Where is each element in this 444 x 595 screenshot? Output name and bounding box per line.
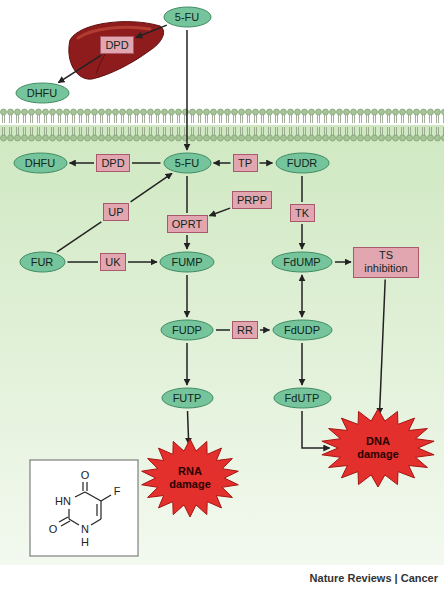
enzyme-box: PRPP — [232, 191, 272, 209]
metabolite-ellipse: FUMP — [159, 251, 215, 273]
pathway-arrow — [335, 261, 351, 263]
pathway-arrow — [186, 275, 188, 317]
pathway-arrow — [131, 173, 172, 202]
enzyme-box: OPRT — [167, 215, 208, 233]
enzyme-box: DPD — [100, 36, 134, 54]
node-label: 5-FU — [175, 11, 199, 24]
enzyme-box: TS inhibition — [353, 247, 419, 278]
metabolite-ellipse: FUDP — [160, 319, 214, 341]
ellipse-shape — [16, 83, 69, 103]
node-label: UP — [108, 206, 123, 219]
pathway-arrow — [136, 25, 167, 37]
atom-label: H — [81, 536, 89, 549]
starburst-shape — [142, 439, 239, 517]
ellipse-shape — [274, 388, 331, 408]
starburst-shape — [322, 409, 434, 487]
node-label: DHFU — [25, 157, 56, 170]
node-label: FdUDP — [284, 324, 320, 337]
metabolite-ellipse: 5-FU — [163, 6, 212, 28]
metabolite-ellipse: FUR — [19, 251, 66, 273]
cell-membrane — [0, 108, 444, 142]
pathway-arrow — [216, 329, 230, 331]
pathway-arrow — [214, 162, 231, 164]
pathway-arrow — [186, 30, 188, 150]
pathway-arrow — [58, 55, 101, 83]
pathway-arrow — [301, 343, 303, 385]
node-label: 5-FU — [175, 157, 199, 170]
atom-label: O — [81, 469, 90, 482]
metabolite-ellipse: FUDR — [275, 152, 330, 174]
pathway-arrow — [57, 222, 101, 252]
enzyme-box: DPD — [96, 154, 130, 172]
pathway-arrow — [301, 275, 303, 317]
node-label: DNA damage — [348, 435, 408, 461]
ellipse-shape — [162, 388, 213, 408]
enzyme-box: UP — [103, 203, 129, 221]
pathway-arrow — [186, 176, 188, 213]
node-label: TK — [295, 207, 309, 220]
pathway-arrow — [186, 235, 188, 249]
metabolite-ellipse: FdUMP — [271, 251, 333, 273]
pathway-arrow — [301, 176, 303, 202]
node-label: TS inhibition — [358, 249, 414, 275]
node-label: OPRT — [172, 218, 202, 231]
pathway-arrow — [380, 280, 386, 415]
node-label: DPD — [101, 157, 124, 170]
pathway-arrow — [70, 162, 95, 164]
pathway-arrow — [188, 411, 189, 444]
metabolite-ellipse: FUTP — [161, 387, 214, 409]
pathway-arrow — [260, 162, 273, 164]
node-label: RR — [237, 324, 253, 337]
ellipse-shape — [276, 153, 329, 173]
pathway-arrow — [132, 162, 161, 164]
metabolite-ellipse: 5-FU — [163, 152, 212, 174]
enzyme-box: TK — [290, 204, 315, 222]
node-label: FUTP — [173, 392, 202, 405]
ellipse-shape — [272, 252, 332, 272]
ellipse-shape — [161, 320, 213, 340]
pathway-arrow — [260, 329, 270, 331]
node-label: DPD — [105, 39, 128, 52]
liver-illustration — [69, 22, 164, 80]
uracil-structure — [30, 460, 138, 556]
damage-starburst: DNA damage — [320, 408, 436, 488]
metabolite-ellipse: DHFU — [15, 82, 70, 104]
metabolite-ellipse: FdUDP — [272, 319, 333, 341]
cell-interior — [0, 125, 444, 565]
atom-label: O — [49, 523, 58, 536]
ellipse-shape — [20, 252, 65, 272]
ellipse-shape — [273, 320, 332, 340]
node-label: RNA damage — [160, 465, 220, 491]
metabolite-ellipse: FdUTP — [273, 387, 332, 409]
ellipse-shape — [160, 252, 214, 272]
node-label: UK — [105, 256, 120, 269]
node-label: PRPP — [237, 194, 267, 207]
pathway-arrow — [68, 261, 99, 263]
pathway-arrow — [186, 343, 188, 385]
node-label: FUMP — [171, 256, 202, 269]
node-label: FdUTP — [285, 392, 320, 405]
node-label: FUR — [31, 256, 54, 269]
metabolite-ellipse: DHFU — [13, 152, 68, 174]
pathway-arrow — [301, 224, 303, 249]
atom-label: N — [81, 523, 89, 536]
damage-starburst: RNA damage — [140, 438, 240, 518]
node-label: DHFU — [27, 87, 58, 100]
atom-label: F — [114, 485, 121, 498]
ellipse-shape — [14, 153, 67, 173]
node-label: FdUMP — [283, 256, 320, 269]
enzyme-box: RR — [232, 321, 258, 339]
node-label: TP — [238, 157, 252, 170]
ellipse-shape — [164, 7, 211, 27]
atom-label: HN — [55, 495, 71, 508]
ellipse-shape — [164, 153, 211, 173]
pathway-arrow — [128, 261, 157, 263]
pathway-arrow — [209, 208, 230, 216]
enzyme-box: UK — [100, 253, 126, 271]
node-label: FUDP — [172, 324, 202, 337]
node-label: FUDR — [287, 157, 318, 170]
journal-credit: Nature Reviews | Cancer — [310, 572, 438, 585]
enzyme-box: TP — [233, 154, 258, 172]
